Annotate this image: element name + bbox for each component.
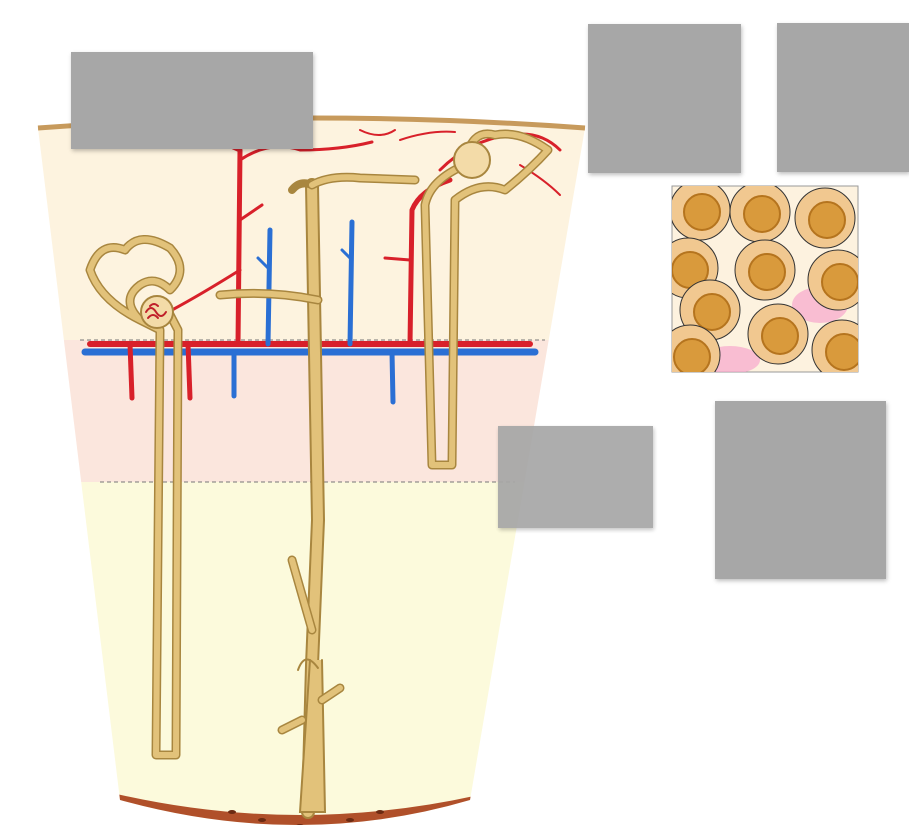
tubule-cells bbox=[658, 180, 872, 385]
cell-nucleus bbox=[674, 339, 710, 375]
label-mask-2 bbox=[588, 24, 741, 173]
cell-nucleus bbox=[762, 318, 798, 354]
cell-nucleus bbox=[822, 264, 858, 300]
label-mask-5 bbox=[715, 401, 886, 579]
glomerulus-right bbox=[454, 142, 490, 178]
cell-nucleus bbox=[826, 334, 862, 370]
cell-nucleus bbox=[809, 202, 845, 238]
tubule-cell-inset bbox=[658, 180, 872, 385]
cell-nucleus bbox=[749, 254, 785, 290]
label-mask-1 bbox=[71, 52, 313, 149]
cell-nucleus bbox=[684, 194, 720, 230]
cell-nucleus bbox=[694, 294, 730, 330]
label-mask-4 bbox=[498, 426, 653, 528]
label-mask-3 bbox=[777, 23, 909, 172]
cell-nucleus bbox=[744, 196, 780, 232]
